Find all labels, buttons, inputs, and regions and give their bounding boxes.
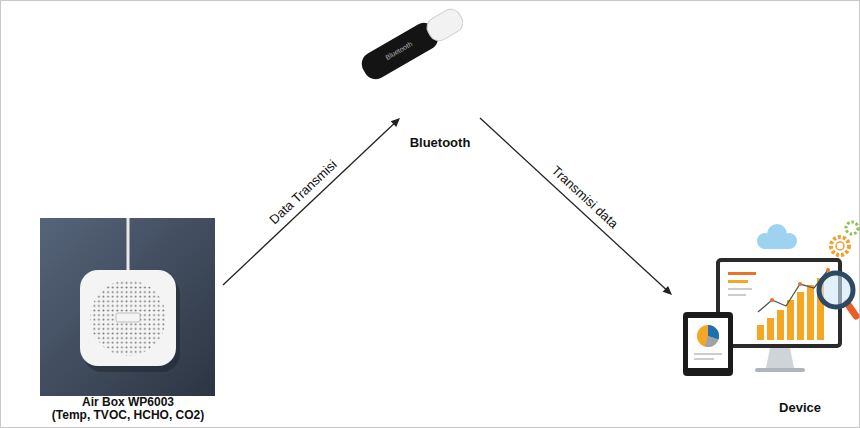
logo-plate (116, 313, 140, 322)
edge-label: Data Transmisi (266, 157, 339, 227)
dongle-cap (423, 6, 466, 45)
connector-line (480, 118, 666, 290)
cloud-icon (757, 224, 797, 249)
device-node: Bluetooth (400, 8, 480, 150)
sensor-body (80, 270, 176, 366)
arrow-connector (223, 118, 400, 285)
image-area (400, 8, 480, 135)
arrow-head (663, 286, 672, 295)
arrow-head (391, 118, 400, 127)
device-node: Device (672, 222, 860, 415)
node-caption: Bluetooth (400, 135, 480, 150)
device-node: Air Box WP6003(Temp, TVOC, HCHO, CO2) (33, 218, 223, 422)
node-caption: Device (740, 400, 860, 415)
node-caption: (Temp, TVOC, HCHO, CO2) (33, 409, 223, 422)
image-area (33, 218, 223, 396)
edge-label: Transmisi data (549, 163, 622, 231)
magnifier (819, 273, 856, 316)
vent-holes (90, 280, 166, 356)
image-area (740, 222, 860, 400)
connector-line (223, 123, 394, 285)
node-caption: Air Box WP6003 (33, 396, 223, 409)
tablet (683, 312, 733, 376)
device-illustration (683, 222, 858, 376)
photo-background (40, 218, 215, 396)
gear-icons (831, 222, 858, 255)
arrow-connector (480, 118, 672, 295)
bluetooth-dongle (357, 4, 467, 84)
air-box-photo (40, 218, 215, 396)
power-cord (127, 218, 130, 272)
